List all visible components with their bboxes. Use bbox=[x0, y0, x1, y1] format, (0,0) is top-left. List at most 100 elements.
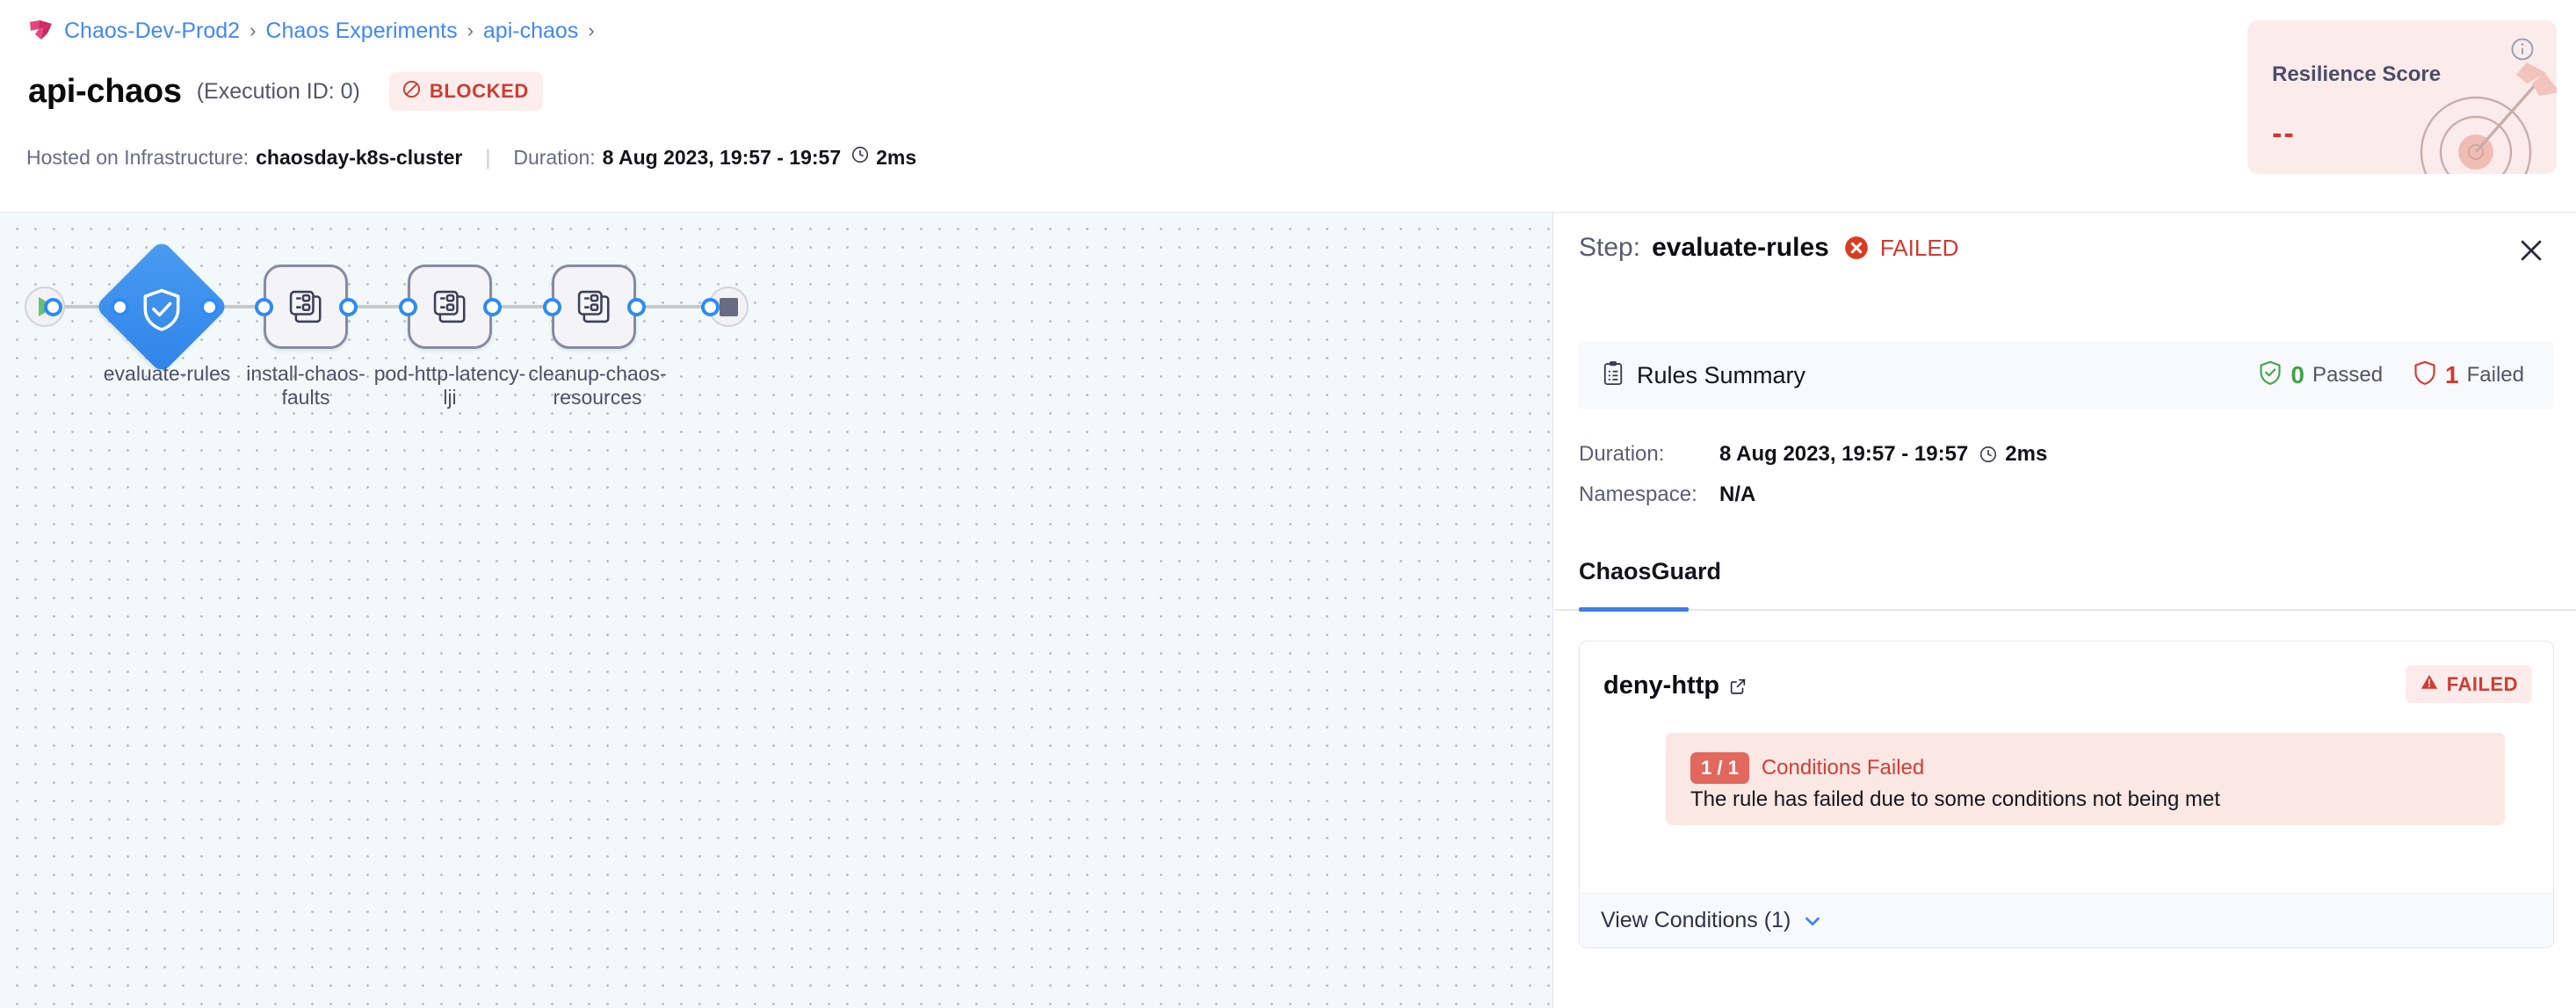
resilience-score-title: Resilience Score bbox=[2272, 62, 2442, 86]
detail-row-namespace: Namespace: N/A bbox=[1579, 475, 2457, 515]
target-dart-icon bbox=[2395, 57, 2557, 174]
status-badge-label: BLOCKED bbox=[429, 80, 529, 102]
resilience-score-card: Resilience Score -- bbox=[2247, 20, 2557, 174]
node-cleanup-chaos-resources[interactable] bbox=[552, 265, 636, 349]
conditions-failed-message: The rule has failed due to some conditio… bbox=[1690, 787, 2221, 811]
shield-outline-icon bbox=[2413, 359, 2437, 391]
node-pod-http-latency-lji[interactable] bbox=[408, 265, 492, 349]
chevron-down-icon bbox=[1801, 910, 1824, 932]
node-label-evaluate-rules: evaluate-rules bbox=[103, 362, 231, 385]
port-evaluate-in[interactable] bbox=[111, 298, 129, 316]
breadcrumb-separator: › bbox=[588, 19, 595, 41]
chaos-faults-icon bbox=[433, 290, 466, 323]
chaos-faults-icon bbox=[577, 290, 610, 323]
rules-summary-title: Rules Summary bbox=[1637, 361, 1806, 388]
warning-triangle-icon bbox=[2420, 672, 2439, 696]
detail-duration-range: 8 Aug 2023, 19:57 - 19:57 bbox=[1719, 442, 1969, 466]
meta-divider: | bbox=[485, 145, 491, 169]
rule-card-footer: View Conditions (1) bbox=[1580, 893, 2553, 947]
node-label-pod-http-latency-lji: pod-http-latency- lji bbox=[373, 362, 526, 410]
breadcrumb: Chaos-Dev-Prod2 › Chaos Experiments › ap… bbox=[28, 18, 595, 43]
panel-tabs: ChaosGuard bbox=[1554, 554, 2576, 612]
title-row: api-chaos (Execution ID: 0) BLOCKED bbox=[28, 72, 543, 111]
detail-duration-value: 2ms bbox=[2005, 442, 2048, 466]
detail-value-namespace: N/A bbox=[1719, 482, 1756, 506]
chaos-faults-icon bbox=[289, 290, 322, 323]
edge-start-node bbox=[51, 305, 139, 308]
conditions-failed-badge: 1 / 1 bbox=[1690, 752, 1749, 784]
meta-row: Hosted on Infrastructure: chaosday-k8s-c… bbox=[26, 145, 916, 170]
shield-check-icon bbox=[136, 285, 187, 336]
page-title: api-chaos bbox=[28, 72, 182, 110]
view-conditions-label: View Conditions (1) bbox=[1601, 908, 1791, 932]
breadcrumb-item-2[interactable]: api-chaos bbox=[482, 18, 579, 43]
edge-evaluate-install bbox=[211, 305, 290, 308]
detail-key-namespace: Namespace: bbox=[1579, 482, 1697, 506]
duration-label: Duration: bbox=[513, 145, 596, 169]
port-install-in[interactable] bbox=[255, 298, 273, 316]
step-details-panel: Step: evaluate-rules FAILED bbox=[1554, 213, 2576, 1008]
rule-header: deny-http bbox=[1603, 671, 1747, 700]
infra-value: chaosday-k8s-cluster bbox=[256, 145, 463, 169]
node-layer: evaluate-rules install-chaos- faults bbox=[0, 213, 1552, 1008]
clipboard-icon bbox=[1602, 360, 1624, 391]
pipeline-canvas[interactable]: evaluate-rules install-chaos- faults bbox=[0, 213, 1553, 1008]
port-latency-in[interactable] bbox=[399, 298, 417, 316]
rules-summary-left: Rules Summary bbox=[1602, 341, 1805, 410]
duration-value: 2ms bbox=[876, 145, 917, 169]
harness-chaos-logo-icon bbox=[28, 18, 54, 43]
rules-passed-count: 0 bbox=[2290, 361, 2305, 388]
port-cleanup-in[interactable] bbox=[543, 298, 561, 316]
rule-card-deny-http: deny-http FAILED bbox=[1579, 641, 2554, 948]
error-x-icon bbox=[1844, 236, 1869, 260]
detail-key-duration: Duration: bbox=[1579, 442, 1665, 466]
step-detail-rows: Duration: 8 Aug 2023, 19:57 - 19:57 2ms … bbox=[1579, 434, 2457, 515]
breadcrumb-separator: › bbox=[467, 19, 474, 41]
edge-latency-cleanup bbox=[492, 305, 571, 308]
rules-failed-count: 1 bbox=[2445, 361, 2459, 388]
rule-status-label: FAILED bbox=[2446, 672, 2518, 695]
step-title: Step: evaluate-rules FAILED bbox=[1579, 233, 1958, 263]
rules-passed-label: Passed bbox=[2312, 363, 2384, 387]
clock-icon bbox=[850, 145, 870, 170]
rules-passed-stat: 0 Passed bbox=[2258, 359, 2383, 391]
tab-chaosguard[interactable]: ChaosGuard bbox=[1579, 558, 1722, 584]
clock-icon bbox=[1979, 445, 1998, 464]
external-link-icon[interactable] bbox=[1728, 677, 1747, 696]
page-header: Chaos-Dev-Prod2 › Chaos Experiments › ap… bbox=[0, 0, 2576, 213]
execution-id: (Execution ID: 0) bbox=[196, 78, 360, 104]
node-install-chaos-faults[interactable] bbox=[264, 265, 348, 349]
rules-summary-stats: 0 Passed 1 Failed bbox=[2258, 341, 2524, 410]
conditions-failed-header: 1 / 1 Conditions Failed bbox=[1690, 752, 1924, 784]
resilience-score-value: -- bbox=[2272, 117, 2296, 150]
port-cleanup-out[interactable] bbox=[627, 298, 646, 316]
info-icon[interactable] bbox=[2509, 36, 2536, 67]
step-prefix-label: Step: bbox=[1579, 233, 1641, 262]
port-latency-out[interactable] bbox=[483, 298, 502, 316]
port-start-out[interactable] bbox=[44, 298, 62, 316]
rule-name: deny-http bbox=[1603, 671, 1720, 700]
port-end-in[interactable] bbox=[701, 298, 720, 316]
rules-failed-stat: 1 Failed bbox=[2413, 359, 2524, 391]
breadcrumb-separator: › bbox=[250, 19, 257, 41]
tab-active-indicator bbox=[1579, 607, 1689, 612]
breadcrumb-item-0[interactable]: Chaos-Dev-Prod2 bbox=[64, 18, 241, 43]
port-evaluate-out[interactable] bbox=[200, 298, 219, 316]
detail-value-duration: 8 Aug 2023, 19:57 - 19:57 2ms bbox=[1719, 442, 2047, 467]
ban-icon bbox=[402, 79, 422, 104]
view-conditions-toggle[interactable]: View Conditions (1) bbox=[1601, 908, 1824, 933]
shield-check-icon bbox=[2258, 359, 2283, 391]
duration-range: 8 Aug 2023, 19:57 - 19:57 bbox=[602, 145, 842, 169]
conditions-failed-title: Conditions Failed bbox=[1761, 755, 1925, 780]
port-install-out[interactable] bbox=[339, 298, 358, 316]
rules-failed-label: Failed bbox=[2466, 363, 2524, 387]
node-label-install-chaos-faults: install-chaos- faults bbox=[246, 362, 365, 410]
node-label-cleanup-chaos-resources: cleanup-chaos- resources bbox=[528, 362, 667, 410]
conditions-failed-alert: 1 / 1 Conditions Failed The rule has fai… bbox=[1666, 733, 2505, 825]
detail-row-duration: Duration: 8 Aug 2023, 19:57 - 19:57 2ms bbox=[1579, 434, 2457, 475]
breadcrumb-item-1[interactable]: Chaos Experiments bbox=[265, 18, 458, 43]
close-icon[interactable] bbox=[2513, 232, 2550, 269]
panel-header: Step: evaluate-rules FAILED bbox=[1554, 213, 2576, 286]
infra-label: Hosted on Infrastructure: bbox=[26, 145, 250, 169]
